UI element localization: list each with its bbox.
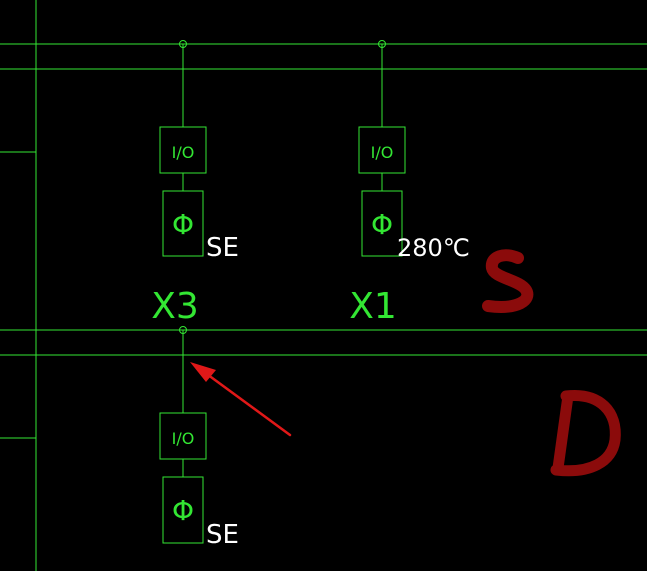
handwritten-d-annotation: [550, 390, 621, 477]
sensor-label: SE: [206, 233, 239, 263]
node-tag-x1: X1: [349, 286, 397, 327]
node-x3-branch: [159, 40, 207, 257]
io-label: I/O: [172, 143, 195, 162]
node-tag-x3: X3: [151, 286, 199, 327]
node-x1-branch: [358, 40, 406, 257]
red-arrow-icon: [190, 362, 292, 437]
sensor-box: [162, 190, 204, 257]
handwritten-s-annotation: [482, 249, 534, 313]
temperature-label: 280℃: [397, 234, 470, 262]
sensor-box: [162, 476, 204, 544]
sensor-symbol: Φ: [172, 494, 194, 527]
sensor-symbol: Φ: [172, 208, 194, 241]
io-label: I/O: [371, 143, 394, 162]
sensor-label: SE: [206, 520, 239, 550]
lower-node-branch: [159, 326, 207, 544]
sensor-symbol: Φ: [371, 208, 393, 241]
io-label: I/O: [172, 429, 195, 448]
sensor-box: [361, 190, 403, 257]
